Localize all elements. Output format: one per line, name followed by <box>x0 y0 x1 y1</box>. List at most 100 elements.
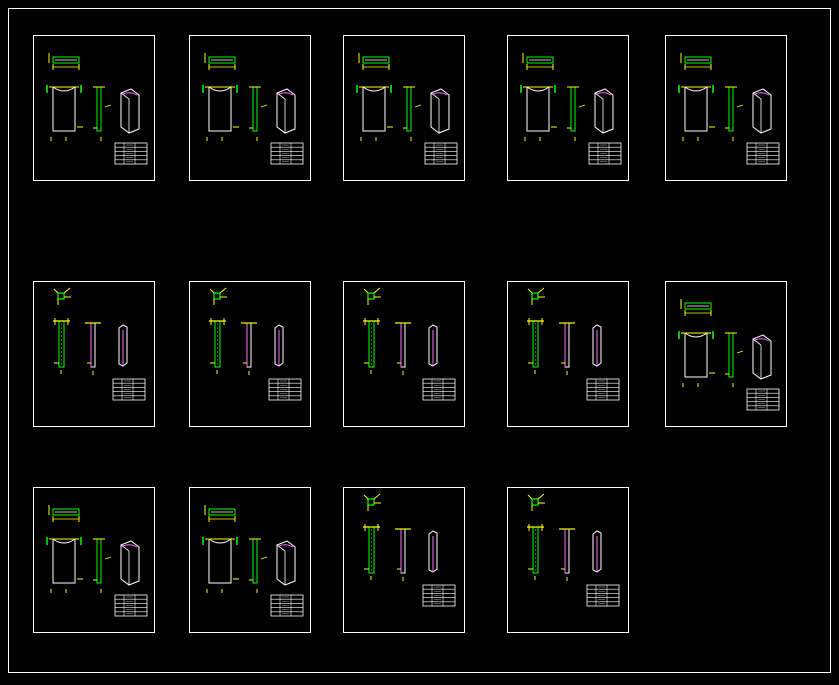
front-elevation <box>202 537 239 593</box>
post-front-elevation <box>209 318 226 374</box>
side-elevation <box>725 332 744 387</box>
section-view <box>209 287 227 305</box>
sheet-frame <box>33 487 155 633</box>
sheet-frame <box>33 281 155 427</box>
sheet-frame <box>343 487 465 633</box>
title-block <box>268 378 302 401</box>
plan-view <box>204 53 236 70</box>
side-elevation <box>249 538 268 593</box>
outer-border <box>8 8 831 673</box>
post-isometric-view <box>274 324 284 367</box>
sheet-frame <box>507 35 629 181</box>
isometric-view <box>120 88 140 134</box>
title-block <box>586 378 620 401</box>
title-block <box>114 594 148 617</box>
front-elevation <box>678 85 715 141</box>
section-view <box>527 493 545 511</box>
title-block <box>112 378 146 401</box>
drawing-sheet[interactable] <box>343 487 465 633</box>
plan-view <box>680 299 712 316</box>
section-view <box>363 493 381 511</box>
front-elevation <box>356 85 393 141</box>
drawing-sheet[interactable] <box>189 487 311 633</box>
title-block <box>114 142 148 165</box>
post-side-elevation <box>395 322 411 375</box>
post-isometric-view <box>592 530 602 573</box>
isometric-view <box>276 540 296 586</box>
plan-view <box>522 53 554 70</box>
title-block <box>746 388 780 411</box>
plan-view <box>680 53 712 70</box>
plan-view <box>204 505 236 522</box>
sheet-frame <box>33 35 155 181</box>
drawing-sheet[interactable] <box>507 281 629 427</box>
drawing-sheet[interactable] <box>665 35 787 181</box>
post-front-elevation <box>53 318 70 374</box>
sheet-frame <box>189 487 311 633</box>
side-elevation <box>725 86 744 141</box>
drawing-sheet[interactable] <box>665 281 787 427</box>
title-block <box>588 142 622 165</box>
post-front-elevation <box>363 524 380 580</box>
title-block <box>586 584 620 607</box>
post-side-elevation <box>559 528 575 581</box>
sheet-frame <box>189 281 311 427</box>
drawing-sheet[interactable] <box>189 35 311 181</box>
post-isometric-view <box>118 324 128 367</box>
drawing-sheet[interactable] <box>189 281 311 427</box>
drawing-sheet[interactable] <box>33 281 155 427</box>
sheet-frame <box>343 35 465 181</box>
section-view <box>363 287 381 305</box>
title-block <box>422 584 456 607</box>
title-block <box>270 142 304 165</box>
isometric-view <box>752 334 772 380</box>
post-side-elevation <box>85 322 101 375</box>
post-front-elevation <box>527 318 544 374</box>
sheet-frame <box>343 281 465 427</box>
sheet-frame <box>189 35 311 181</box>
drawing-sheet[interactable] <box>343 281 465 427</box>
isometric-view <box>594 88 614 134</box>
front-elevation <box>202 85 239 141</box>
drawing-sheets <box>33 35 787 633</box>
side-elevation <box>403 86 422 141</box>
post-side-elevation <box>395 528 411 581</box>
isometric-view <box>430 88 450 134</box>
title-block <box>422 378 456 401</box>
isometric-view <box>276 88 296 134</box>
drawing-sheet[interactable] <box>33 487 155 633</box>
section-view <box>53 287 71 305</box>
side-elevation <box>93 86 112 141</box>
post-side-elevation <box>241 322 257 375</box>
section-view <box>527 287 545 305</box>
drawing-sheet[interactable] <box>507 487 629 633</box>
front-elevation <box>46 537 83 593</box>
front-elevation <box>46 85 83 141</box>
title-block <box>746 142 780 165</box>
drawing-sheet[interactable] <box>507 35 629 181</box>
plan-view <box>48 53 80 70</box>
plan-view <box>358 53 390 70</box>
side-elevation <box>567 86 586 141</box>
side-elevation <box>249 86 268 141</box>
post-isometric-view <box>592 324 602 367</box>
post-side-elevation <box>559 322 575 375</box>
title-block <box>424 142 458 165</box>
post-front-elevation <box>363 318 380 374</box>
sheet-frame <box>665 35 787 181</box>
drawing-sheet[interactable] <box>343 35 465 181</box>
sheet-frame <box>507 281 629 427</box>
isometric-view <box>752 88 772 134</box>
sheet-frame <box>507 487 629 633</box>
front-elevation <box>678 331 715 387</box>
drawing-sheet[interactable] <box>33 35 155 181</box>
side-elevation <box>93 538 112 593</box>
post-isometric-view <box>428 324 438 367</box>
plan-view <box>48 505 80 522</box>
front-elevation <box>520 85 557 141</box>
isometric-view <box>120 540 140 586</box>
title-block <box>270 594 304 617</box>
post-isometric-view <box>428 530 438 573</box>
